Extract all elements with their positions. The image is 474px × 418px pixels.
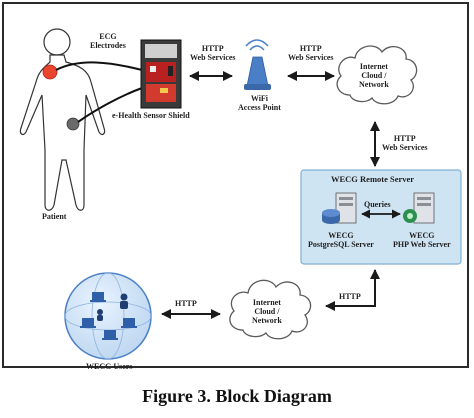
electrode-wire-1 bbox=[55, 61, 143, 71]
arrow-server-cloud-bottom bbox=[325, 269, 380, 311]
remote-server-title: WECG Remote Server bbox=[331, 174, 415, 184]
patient-label: Patient bbox=[42, 212, 67, 221]
figure-caption: Figure 3. Block Diagram bbox=[142, 386, 332, 406]
queries-label: Queries bbox=[364, 200, 391, 209]
server-icon bbox=[403, 192, 435, 224]
server-icon bbox=[322, 192, 357, 224]
cloud-icon bbox=[336, 45, 418, 105]
cloud-icon bbox=[229, 279, 312, 340]
wifi-antenna-icon bbox=[244, 39, 271, 90]
http-label: HTTP bbox=[339, 292, 361, 301]
human-body-icon bbox=[19, 28, 106, 211]
sensor-shield-label: e-Health Sensor Shield bbox=[112, 111, 190, 120]
users-label: WECG Users bbox=[86, 362, 133, 371]
laptop-icon bbox=[80, 292, 137, 340]
http-label: HTTP bbox=[175, 299, 197, 308]
electrode-wire-2 bbox=[77, 87, 143, 123]
user-icon bbox=[97, 293, 128, 321]
sensor-board-icon bbox=[140, 39, 182, 109]
electrode-hip bbox=[66, 117, 80, 131]
globe-icon bbox=[64, 272, 152, 360]
electrode-chest bbox=[42, 64, 58, 80]
